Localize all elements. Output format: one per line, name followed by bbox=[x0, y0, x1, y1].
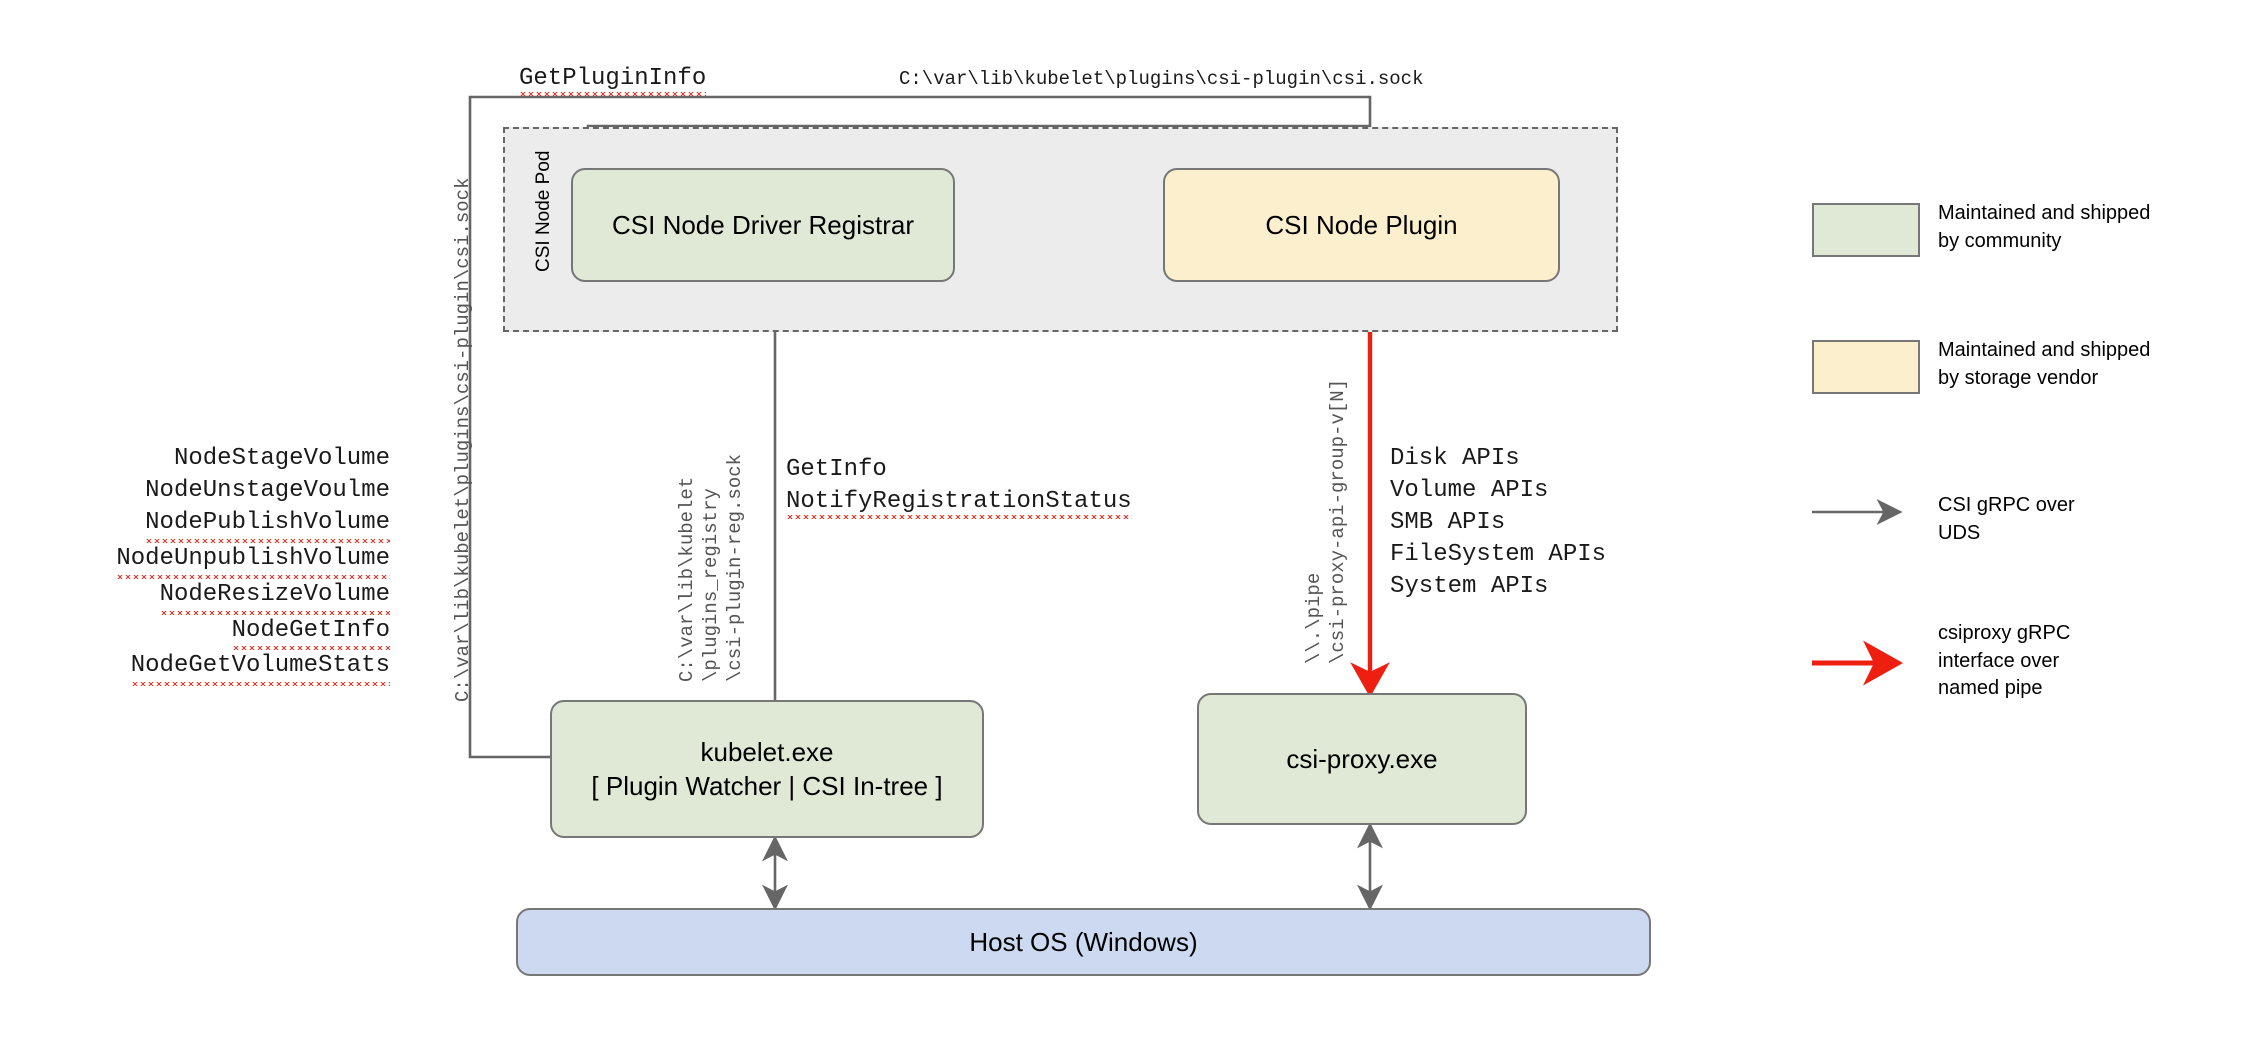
node-api-call-item: NodePublishVolume bbox=[110, 506, 390, 543]
node-api-call-item: NodeUnpublishVolume bbox=[110, 542, 390, 579]
node-api-call-item: NodeResizeVolume bbox=[110, 578, 390, 615]
csi-proxy-api-group-item: SMB APIs bbox=[1390, 508, 1506, 536]
node-label: CSI Node Plugin bbox=[1265, 209, 1458, 240]
label-reg-sock-line3: \csi-plugin-reg.sock bbox=[724, 453, 746, 682]
kubelet-line-1: kubelet.exe bbox=[700, 736, 834, 767]
csi-proxy-api-group-item: Disk APIs bbox=[1390, 445, 1520, 472]
csi-node-pod-label: CSI Node Pod bbox=[533, 150, 554, 272]
node-label: CSI Node Driver Registrar bbox=[612, 209, 914, 240]
label-csi-sock-left-vertical: C:\var\lib\kubelet\plugins\csi-plugin\cs… bbox=[452, 177, 474, 703]
csi-proxy-api-group-item: System APIs bbox=[1390, 572, 1549, 600]
csi-proxy-api-group-item: Volume APIs bbox=[1390, 476, 1549, 504]
label-csi-sock-top: C:\var\lib\kubelet\plugins\csi-plugin\cs… bbox=[899, 68, 1424, 90]
node-host-os[interactable]: Host OS (Windows) bbox=[516, 908, 1651, 976]
node-api-call-text: NodeStageVolume bbox=[173, 445, 390, 472]
legend-swatch-community bbox=[1812, 203, 1920, 257]
notify-registration-status-text: NotifyRegistrationStatus bbox=[786, 488, 1132, 519]
node-api-call-item: NodeStageVolume bbox=[110, 443, 390, 475]
node-api-call-item: NodeUnstageVoulme bbox=[110, 475, 390, 507]
label-reg-sock-line2: \plugins_registry bbox=[700, 488, 722, 682]
legend-label-community: Maintained and shipped by community bbox=[1938, 202, 2151, 252]
node-kubelet-exe[interactable]: kubelet.exe [ Plugin Watcher | CSI In-tr… bbox=[550, 700, 984, 838]
label-pipe-line2: \csi-proxy-api-group-v[N] bbox=[1327, 378, 1349, 664]
node-label: Host OS (Windows) bbox=[969, 926, 1198, 957]
get-plugin-info-text: GetPluginInfo bbox=[519, 65, 707, 96]
node-api-call-text: NodeGetVolumeStats bbox=[130, 650, 390, 686]
legend-label-vendor: Maintained and shipped by storage vendor bbox=[1938, 339, 2151, 389]
node-api-call-text: NodePublishVolume bbox=[145, 506, 390, 543]
node-api-call-item: NodeGetInfo bbox=[110, 614, 390, 651]
legend-swatch-vendor bbox=[1812, 340, 1920, 394]
node-api-call-text: NodeUnstageVoulme bbox=[145, 476, 390, 504]
node-api-call-text: NodeUnpublishVolume bbox=[116, 542, 390, 579]
node-csi-proxy-exe[interactable]: csi-proxy.exe bbox=[1197, 693, 1527, 825]
label-pipe-line1: \\.\pipe bbox=[1303, 572, 1325, 664]
label-get-plugin-info: GetPluginInfo bbox=[519, 65, 707, 96]
csi-proxy-api-group-item: FileSystem APIs bbox=[1390, 540, 1607, 568]
node-label: csi-proxy.exe bbox=[1286, 743, 1438, 774]
legend-label-csiproxy-grpc: csiproxy gRPC interface over named pipe bbox=[1938, 622, 2071, 700]
node-api-call-text: NodeGetInfo bbox=[231, 614, 390, 651]
node-api-call-text: NodeResizeVolume bbox=[159, 578, 390, 615]
label-notify-registration-status: NotifyRegistrationStatus bbox=[786, 488, 1132, 519]
legend-label-csi-grpc-uds: CSI gRPC over UDS bbox=[1938, 494, 2075, 544]
node-csi-node-plugin[interactable]: CSI Node Plugin bbox=[1163, 168, 1560, 282]
label-reg-sock-line1: C:\var\lib\kubelet bbox=[676, 476, 698, 682]
kubelet-line-2: [ Plugin Watcher | CSI In-tree ] bbox=[591, 771, 943, 801]
node-api-call-item: NodeGetVolumeStats bbox=[110, 650, 390, 686]
node-csi-node-driver-registrar[interactable]: CSI Node Driver Registrar bbox=[571, 168, 955, 282]
label-get-info: GetInfo bbox=[786, 456, 887, 483]
